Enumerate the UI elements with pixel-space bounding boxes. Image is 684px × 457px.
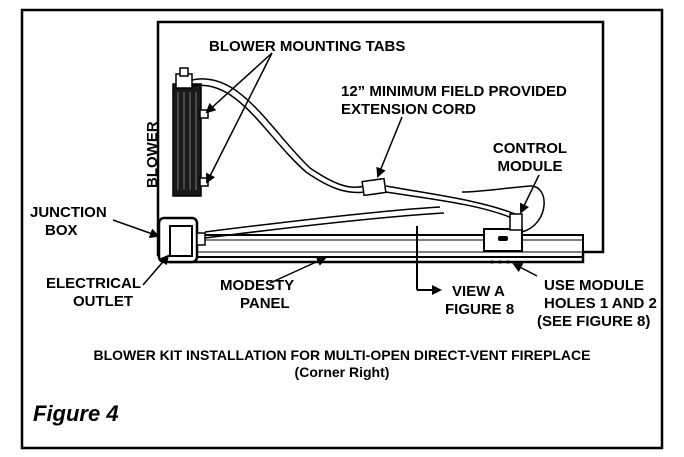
use-module-label-line1: USE MODULE — [544, 277, 644, 294]
blower-mounting-tabs-label: BLOWER MOUNTING TABS — [209, 38, 405, 55]
use-module-label-line2: HOLES 1 AND 2 — [544, 295, 657, 312]
extension-cord-label-line2: EXTENSION CORD — [341, 101, 476, 118]
mounting-tab-upper — [199, 109, 209, 119]
caption-subtitle: (Corner Right) — [295, 364, 390, 380]
modesty-panel-label-line2: PANEL — [240, 295, 290, 312]
modesty-panel — [189, 234, 584, 258]
view-a-label-line1: VIEW A — [452, 283, 505, 300]
extension-cord-label-line1: 12” MINIMUM FIELD PROVIDED — [341, 83, 567, 100]
control-module — [461, 185, 545, 264]
modesty-panel-label-line1: MODESTY — [220, 277, 294, 294]
cord-connector — [361, 177, 387, 197]
leader-lines — [112, 52, 540, 295]
outer-border — [20, 8, 664, 450]
blower-label: BLOWER — [144, 121, 161, 188]
junction-box-label-line1: JUNCTION — [30, 204, 107, 221]
mounting-tab-lower — [199, 177, 209, 187]
blower-unit — [172, 67, 209, 197]
power-cord — [204, 206, 445, 239]
electrical-outlet-label-line1: ELECTRICAL — [46, 275, 141, 292]
caption-title: BLOWER KIT INSTALLATION FOR MULTI-OPEN D… — [94, 347, 591, 363]
junction-box — [157, 216, 206, 264]
view-a-label-line2: FIGURE 8 — [445, 301, 514, 318]
control-module-label-line1: CONTROL — [493, 140, 567, 157]
electrical-outlet-label-line2: OUTLET — [73, 293, 133, 310]
use-module-label-line3: (SEE FIGURE 8) — [537, 313, 650, 330]
blower-cord — [191, 78, 516, 219]
control-module-label-line2: MODULE — [498, 158, 563, 175]
junction-box-label-line2: BOX — [45, 222, 78, 239]
figure-label: Figure 4 — [33, 401, 119, 426]
